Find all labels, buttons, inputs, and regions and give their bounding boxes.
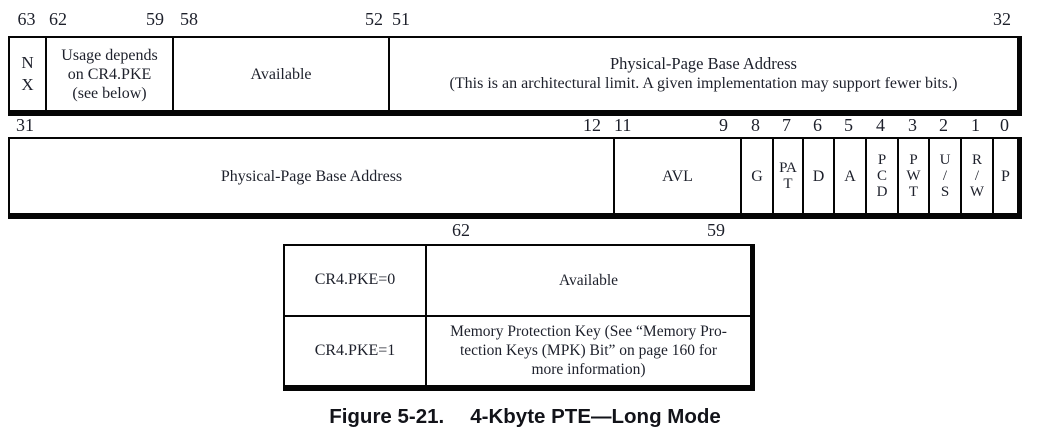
table-row-pke0: CR4.PKE=0 Available <box>285 246 750 315</box>
bit-label-62: 62 <box>49 9 67 29</box>
pke0-condition: CR4.PKE=0 <box>314 271 396 289</box>
bit-label-2: 2 <box>939 115 948 135</box>
bit-label-0: 0 <box>1000 115 1009 135</box>
cr4-pke-usage-table: CR4.PKE=0 Available CR4.PKE=1 Memory Pro… <box>283 244 755 391</box>
bit-label-5: 5 <box>844 115 853 135</box>
bit-label-9: 9 <box>719 115 728 135</box>
bit-label-52: 52 <box>365 9 383 29</box>
field-pcd: P C D <box>865 139 897 213</box>
field-g-global: G <box>740 139 772 213</box>
field-read-write: R / W <box>960 139 992 213</box>
pke1-description: Memory Protection Key (See “Memory Pro- … <box>425 316 750 385</box>
figure-caption-label: Figure 5-21. <box>329 405 445 428</box>
pke-table-bit-label-62: 62 <box>452 220 470 240</box>
table-row-pke1: CR4.PKE=1 Memory Protection Key (See “Me… <box>285 314 750 385</box>
field-nx: N X <box>21 53 34 94</box>
field-p-present: P <box>992 139 1017 213</box>
field-pat: PA T <box>772 139 802 213</box>
field-d-dirty: D <box>802 139 833 213</box>
pke1-condition: CR4.PKE=1 <box>314 341 396 359</box>
figure-caption-title: 4-Kbyte PTE—Long Mode <box>470 405 721 428</box>
bit-label-63: 63 <box>17 9 36 29</box>
bit-label-8: 8 <box>751 115 760 135</box>
bit-label-59: 59 <box>146 9 164 29</box>
bit-label-7: 7 <box>782 115 791 135</box>
bit-label-31: 31 <box>16 115 34 135</box>
pke-table-bit-label-59: 59 <box>707 220 725 240</box>
bit-label-6: 6 <box>813 115 822 135</box>
bit-label-11: 11 <box>614 115 632 135</box>
bit-label-4: 4 <box>876 115 885 135</box>
bit-label-32: 32 <box>993 9 1011 29</box>
pte-register-row-63-32: N X Usage depends on CR4.PKE (see below)… <box>8 36 1022 116</box>
field-available-58-52: Available <box>172 38 388 110</box>
field-a-accessed: A <box>833 139 865 213</box>
bit-label-51: 51 <box>392 9 410 29</box>
bit-label-58: 58 <box>180 9 198 29</box>
bit-label-1: 1 <box>971 115 980 135</box>
field-base-address-title: Physical-Page Base Address <box>610 54 797 73</box>
field-pke-usage: Usage depends on CR4.PKE (see below) <box>45 38 172 110</box>
field-physical-page-base-address-low: Physical-Page Base Address <box>220 167 403 185</box>
bit-label-12: 12 <box>583 115 601 135</box>
field-pwt: P W T <box>897 139 928 213</box>
pte-register-row-31-0: Physical-Page Base Address AVL G PA T D … <box>8 137 1022 219</box>
figure-caption: Figure 5-21. 4-Kbyte PTE—Long Mode <box>0 405 1050 429</box>
field-avl: AVL <box>613 139 740 213</box>
field-user-supervisor: U / S <box>928 139 960 213</box>
pke0-description: Available <box>425 246 750 315</box>
field-base-address-note: (This is an architectural limit. A given… <box>449 75 958 92</box>
field-physical-page-base-address-high: Physical-Page Base Address (This is an a… <box>388 38 1017 110</box>
bit-label-3: 3 <box>908 115 917 135</box>
